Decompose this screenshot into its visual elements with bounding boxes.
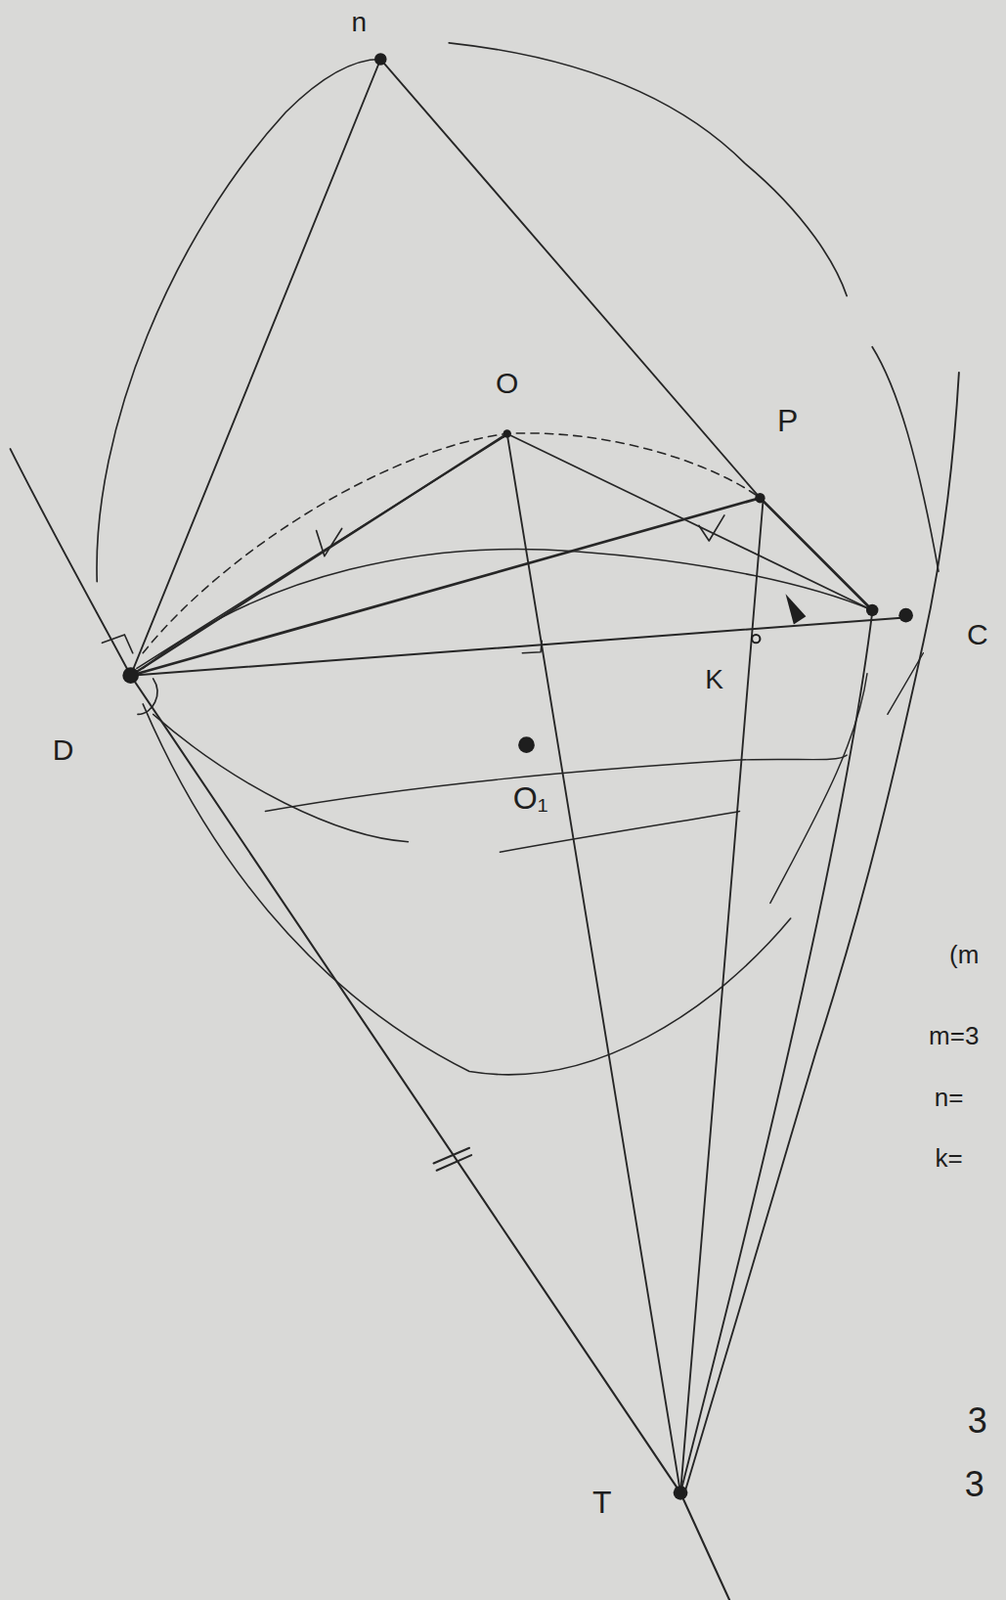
- note-text: k=: [934, 1144, 963, 1171]
- segment: [759, 497, 873, 611]
- point-label: K: [704, 665, 724, 694]
- point: [751, 634, 760, 643]
- note-text: 3: [967, 1402, 988, 1439]
- point-label: P: [777, 404, 798, 437]
- circle-arc: [872, 347, 939, 572]
- arc: [142, 703, 791, 1075]
- point: [673, 1485, 689, 1500]
- point: [898, 608, 914, 623]
- note-text: 3: [964, 1466, 985, 1502]
- tick-mark: [316, 527, 343, 556]
- angle-mark: [786, 593, 807, 624]
- arc: [142, 549, 873, 669]
- tick-mark: [434, 1147, 471, 1164]
- circle-arc: [448, 43, 847, 297]
- point: [503, 429, 512, 438]
- point-label: D: [52, 735, 75, 765]
- note-text: (m: [949, 941, 979, 967]
- segment: [887, 653, 924, 715]
- point: [374, 52, 388, 66]
- segment: [680, 499, 764, 1492]
- segment: [507, 433, 874, 611]
- angle-mark: [101, 634, 132, 654]
- point: [122, 666, 139, 684]
- note-text: n=: [934, 1084, 964, 1110]
- arc: [499, 810, 740, 852]
- right-angle-mark: [522, 640, 542, 654]
- dashed-arc: [142, 433, 760, 654]
- segment: [380, 59, 873, 611]
- tick-mark: [699, 515, 725, 541]
- point: [866, 604, 879, 617]
- segment: [131, 433, 508, 675]
- segment: [131, 497, 761, 676]
- tangent-line: [131, 675, 730, 1600]
- note-text: m=3: [928, 1022, 979, 1049]
- point: [754, 492, 765, 503]
- arc: [264, 754, 847, 811]
- circle-arc: [96, 59, 381, 582]
- point-label: n: [351, 8, 368, 37]
- arc: [153, 713, 409, 841]
- segment: [680, 612, 873, 1492]
- arc: [10, 448, 132, 676]
- point-label: O₁: [513, 782, 549, 814]
- point-dots: [122, 52, 914, 1499]
- segment: [131, 616, 909, 675]
- point: [518, 736, 535, 753]
- point-label: T: [592, 1486, 613, 1518]
- angle-mark: [137, 678, 158, 715]
- arc: [770, 673, 868, 904]
- point-label: O: [495, 368, 519, 398]
- tick-mark: [437, 1154, 472, 1171]
- segment: [131, 59, 382, 676]
- segment: [507, 433, 681, 1492]
- point-label: C: [966, 619, 989, 650]
